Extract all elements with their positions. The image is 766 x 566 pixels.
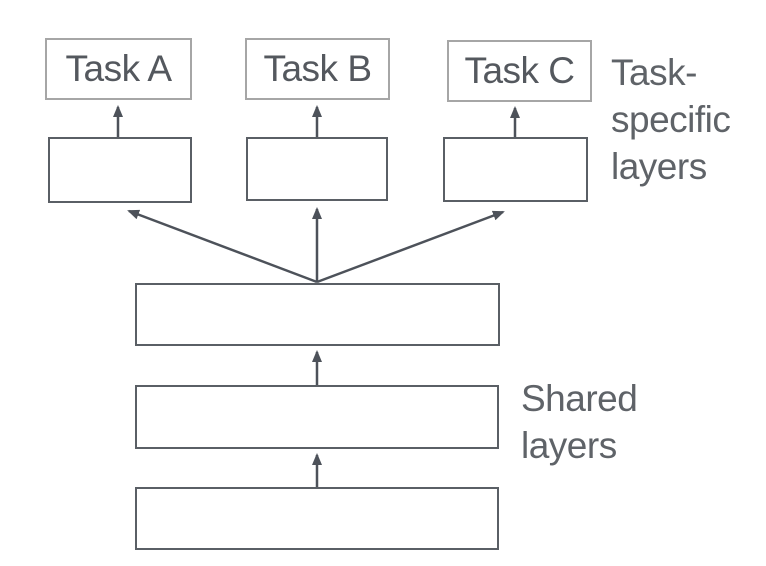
- task-specific-layers-label-line1: Task-: [611, 52, 697, 93]
- task-b-box: Task B: [245, 38, 390, 100]
- arrow-shared1-to-speca: [127, 209, 318, 284]
- task-specific-layers-label-line2: specific: [611, 99, 731, 140]
- shared-layers-label: Shared layers: [521, 375, 638, 469]
- shared-layer-box-3: [135, 487, 499, 550]
- task-specific-layers-label: Task- specific layers: [611, 49, 731, 190]
- task-c-box: Task C: [447, 40, 592, 102]
- task-c-label: Task C: [464, 50, 575, 91]
- task-specific-layer-box-a: [48, 137, 192, 203]
- task-a-box: Task A: [45, 38, 192, 100]
- arrow-shared1-to-specc: [316, 210, 505, 284]
- task-specific-layer-box-b: [246, 137, 388, 201]
- shared-layers-label-line1: Shared: [521, 378, 638, 419]
- shared-layer-box-1: [135, 283, 500, 346]
- shared-layers-label-line2: layers: [521, 425, 617, 466]
- task-a-label: Task A: [65, 48, 173, 89]
- task-specific-layers-label-line3: layers: [611, 146, 707, 187]
- task-specific-layer-box-c: [443, 137, 588, 202]
- task-b-label: Task B: [263, 48, 372, 89]
- shared-layer-box-2: [135, 385, 499, 449]
